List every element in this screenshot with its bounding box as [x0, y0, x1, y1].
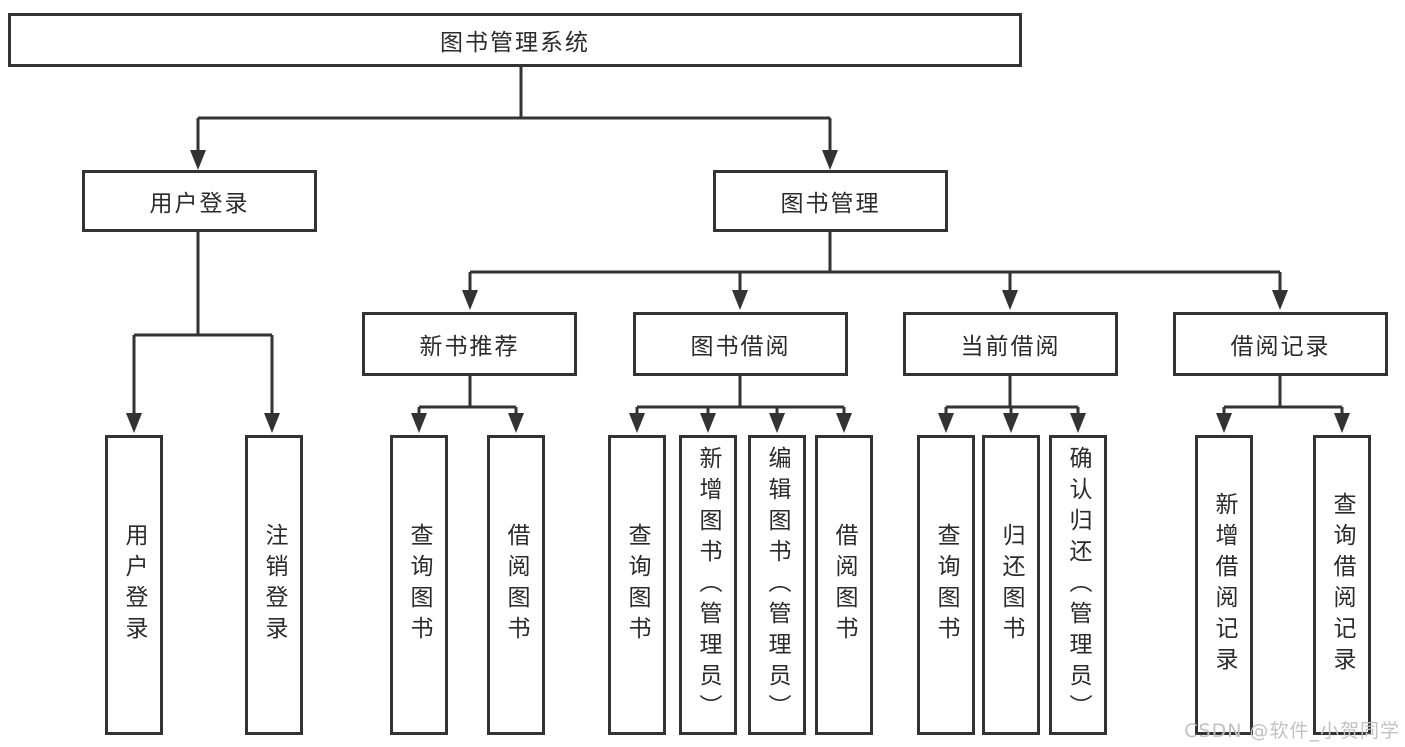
node-borrowing-records: 借阅记录 — [1173, 312, 1388, 376]
arrowhead — [1002, 290, 1018, 310]
arrowhead — [700, 413, 716, 433]
arrowhead — [264, 413, 280, 433]
arrowhead — [1070, 413, 1086, 433]
arrowhead — [836, 413, 852, 433]
leaf-user-login: 用户登录 — [105, 435, 163, 735]
arrowhead — [769, 413, 785, 433]
arrowhead — [938, 413, 954, 433]
arrowhead — [1216, 413, 1232, 433]
leaf-borrow-books-recommend: 借阅图书 — [487, 435, 545, 735]
node-library-management-system: 图书管理系统 — [8, 13, 1022, 67]
arrowhead — [1003, 413, 1019, 433]
leaf-add-borrow-record: 新增借阅记录 — [1195, 435, 1253, 735]
arrowhead — [190, 150, 206, 170]
arrowhead — [411, 413, 427, 433]
csdn-watermark: CSDN @软件_小贺同学 — [1184, 720, 1400, 742]
arrowhead — [822, 150, 838, 170]
node-user-login: 用户登录 — [82, 170, 317, 232]
arrowhead — [1334, 413, 1350, 433]
arrowhead — [126, 413, 142, 433]
node-book-borrowing: 图书借阅 — [633, 312, 848, 376]
arrowhead — [508, 413, 524, 433]
leaf-query-borrow-record: 查询借阅记录 — [1313, 435, 1371, 735]
leaf-borrow-books: 借阅图书 — [815, 435, 873, 735]
node-current-borrowing: 当前借阅 — [903, 312, 1118, 376]
leaf-return-books: 归还图书 — [982, 435, 1040, 735]
leaf-logout: 注销登录 — [245, 435, 303, 735]
node-new-book-recommendation: 新书推荐 — [362, 312, 577, 376]
leaf-add-book-admin: 新增图书（管理员） — [679, 435, 737, 735]
leaf-confirm-return-admin: 确认归还（管理员） — [1049, 435, 1107, 735]
arrowhead — [732, 290, 748, 310]
leaf-edit-book-admin: 编辑图书（管理员） — [748, 435, 806, 735]
node-book-management: 图书管理 — [713, 170, 948, 232]
arrowhead — [1272, 290, 1288, 310]
leaf-query-books-current: 查询图书 — [917, 435, 975, 735]
tree-edges — [132, 67, 1344, 417]
leaf-query-books-recommend: 查询图书 — [390, 435, 448, 735]
leaf-query-books-borrow: 查询图书 — [608, 435, 666, 735]
arrowhead — [462, 290, 478, 310]
arrowhead — [629, 413, 645, 433]
